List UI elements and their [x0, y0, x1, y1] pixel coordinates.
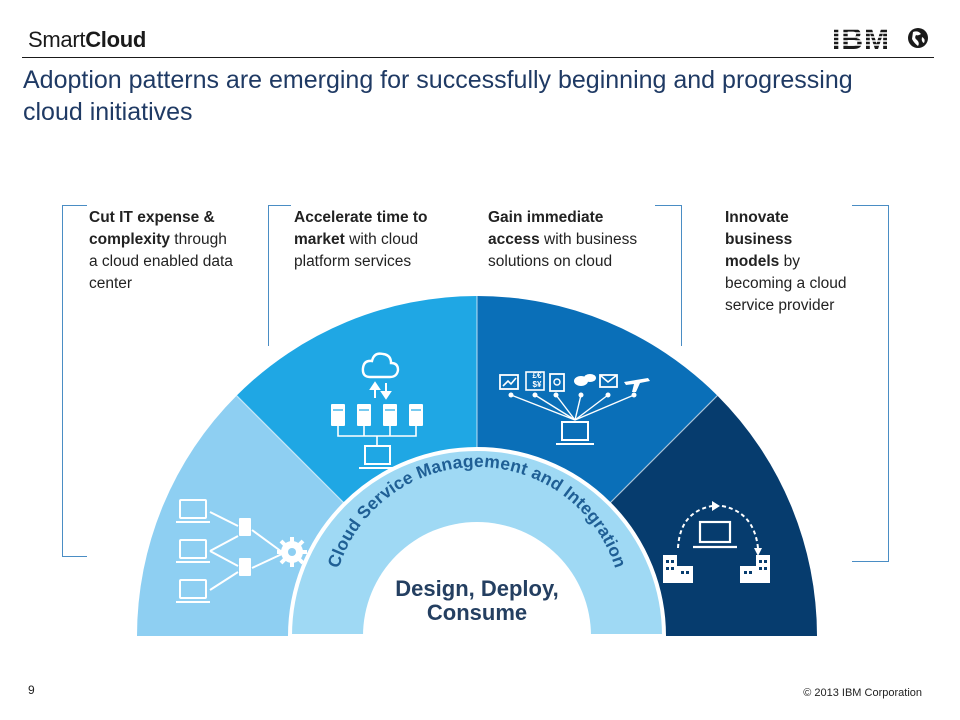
currency-icon — [525, 371, 545, 391]
copyright: © 2013 IBM Corporation — [803, 687, 922, 699]
up-down-arrows-icon — [369, 381, 392, 400]
chat-icon — [574, 374, 596, 386]
provider-laptop-icon — [693, 520, 737, 549]
globe-icon — [908, 28, 928, 48]
ibm-logo: IBM — [830, 23, 928, 55]
exchange-arrows-icon — [677, 505, 759, 549]
bracket-center-right — [655, 205, 682, 346]
server-rack-icon — [239, 518, 251, 576]
column-innovate-models: Innovate business models by becoming a c… — [725, 209, 847, 314]
cloud-icon — [361, 352, 400, 379]
bracket-left — [62, 205, 87, 557]
header-rule — [22, 57, 934, 58]
solutions-laptop-icon — [556, 421, 594, 445]
bracket-right — [852, 205, 889, 562]
chart-icon — [499, 374, 519, 390]
core-line-2: Consume — [427, 600, 527, 625]
document-icon — [549, 373, 565, 392]
airplane-icon — [624, 378, 650, 392]
column-gain-access: Gain immediate access with business solu… — [488, 209, 638, 270]
column-cut-it-expense: Cut IT expense & complexity through a cl… — [89, 209, 233, 292]
bracket-center-left — [268, 205, 291, 346]
solutions-icons — [499, 371, 650, 392]
page-number: 9 — [28, 683, 35, 697]
currency-glyphs: £€$¥ — [532, 371, 542, 389]
gear-icon — [277, 537, 307, 567]
core-line-1: Design, Deploy, — [395, 576, 558, 601]
platform-laptop-icon — [359, 445, 396, 469]
column-accelerate-time: Accelerate time to market with cloud pla… — [294, 209, 428, 270]
page-title: Adoption patterns are emerging for succe… — [23, 66, 853, 126]
mail-icon — [599, 374, 618, 388]
smartcloud-brand: SmartCloud — [28, 27, 147, 52]
data-center-icon — [176, 499, 283, 603]
core-circle — [363, 522, 591, 636]
